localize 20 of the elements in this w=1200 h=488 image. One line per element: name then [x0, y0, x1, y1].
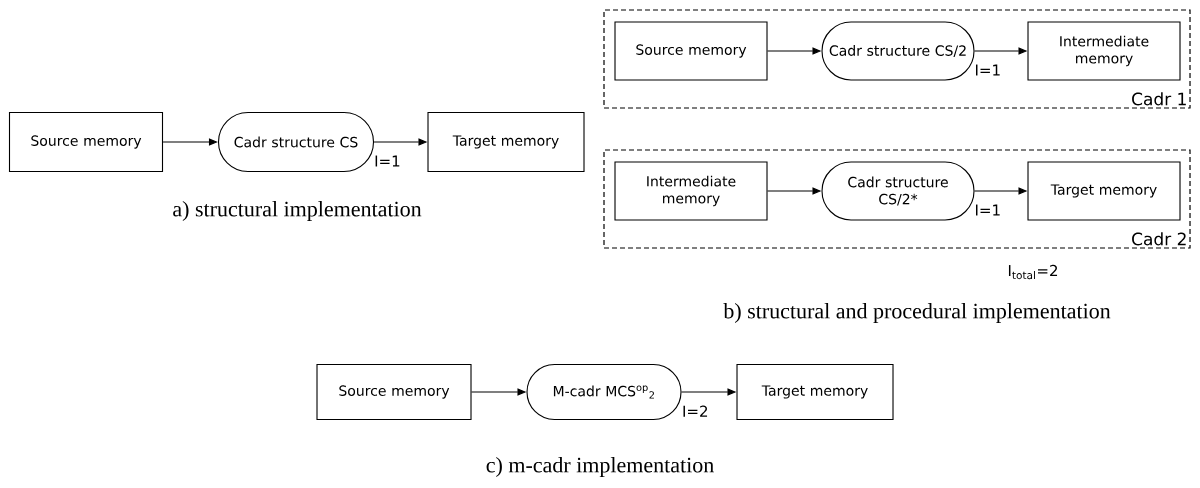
edge-label: I=2	[683, 405, 708, 417]
memory-box: Target memory	[427, 111, 585, 173]
edge-label: I=1	[375, 155, 400, 167]
memory-box: Target memory	[1027, 161, 1181, 221]
edge-label: I=1	[976, 204, 1000, 216]
memory-box: Intermediate memory	[1027, 21, 1181, 81]
total-label: I$_{total}$=2	[1008, 264, 1058, 280]
memory-box: Source memory	[316, 363, 472, 421]
rounded-process-box: Cadr structure CS	[217, 111, 375, 173]
memory-box: Source memory	[614, 21, 768, 81]
edge-label: I=1	[976, 64, 1000, 76]
rounded-process-box: Cadr structure CS/2*	[821, 161, 975, 221]
memory-box: Target memory	[736, 363, 894, 421]
rounded-process-box: M-cadr MCS$^{op}$2	[526, 363, 682, 421]
caption: c) m-cadr implementation	[486, 457, 714, 477]
memory-box: Intermediate memory	[614, 161, 768, 221]
rounded-process-box: Cadr structure CS/2	[821, 21, 975, 81]
memory-box: Source memory	[8, 111, 164, 173]
caption: b) structural and procedural implementation	[723, 303, 1111, 323]
caption: a) structural implementation	[173, 201, 422, 221]
